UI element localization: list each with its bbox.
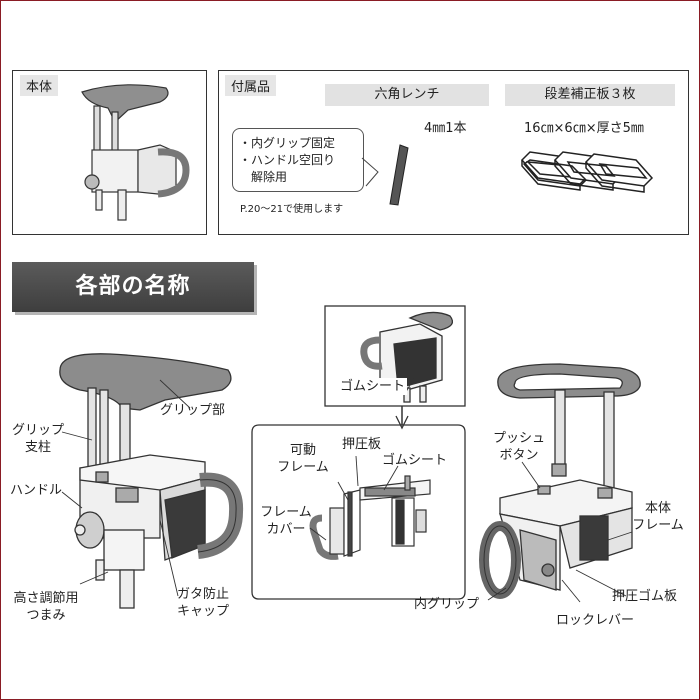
label-inner-grip: 内グリップ [414,597,480,612]
plate-header: 段差補正板３枚 [505,84,675,106]
label-grip-post-line1: グリップ [11,423,64,438]
plate-spec: 16㎝×6㎝×厚さ5㎜ [524,121,644,136]
label-frame-cover-line2: カバー [266,522,306,537]
label-height-knob-line1: 高さ調節用 [13,591,79,606]
label-handle: ハンドル [10,483,63,498]
label-movable-frame-line2: フレーム [277,460,329,475]
label-lock-lever: ロックレバー [556,613,635,628]
main-unit-callouts [61,379,191,597]
label-body-frame-line1: 本体 [644,501,671,516]
label-grip-post: グリップ 支柱 [8,422,68,456]
right-unit-callouts [487,461,633,603]
label-body-frame: 本体 フレーム [626,500,690,534]
label-rattle-cap-line2: キャップ [176,604,229,619]
note-line-2: ・ハンドル空回り [239,153,336,167]
small-unit-illustration [81,84,190,221]
correction-plates-illustration [520,151,654,193]
label-rattle-cap: ガタ防止 キャップ [168,586,238,620]
label-rattle-cap-line1: ガタ防止 [176,587,229,602]
wrench-spec: 4㎜1本 [424,121,467,136]
label-push-button-line2: ボタン [499,448,539,463]
label-press-plate: 押圧板 [342,437,382,452]
label-grip-part: グリップ部 [160,403,226,418]
right-unit-illustration [479,363,641,599]
label-frame-cover: フレーム カバー [256,504,316,538]
main-unit-illustration [59,353,244,609]
page-reference: P.20～21で使用します [240,204,344,215]
label-grip-post-line2: 支柱 [24,440,51,455]
label-rubber-sheet-top: ゴムシート [338,378,408,395]
hex-wrench-illustration [389,144,409,206]
label-frame-cover-line1: フレーム [260,505,312,520]
section-title-bar: 各部の名称 [12,262,254,312]
wrench-usage-note: ・内グリップ固定 ・ハンドル空回り 解除用 [232,128,364,192]
accessory-tag: 付属品 [225,75,277,96]
label-push-button-line1: プッシュ [492,431,545,446]
wrench-header: 六角レンチ [325,84,489,106]
label-movable-frame: 可動 フレーム [268,442,338,476]
label-push-button: プッシュ ボタン [484,430,554,464]
zoom-detail-illustration [309,475,431,560]
label-body-frame-line2: フレーム [632,518,684,533]
section-title: 各部の名称 [75,274,191,299]
main-unit-tag: 本体 [20,75,59,96]
note-line-1: ・内グリップ固定 [239,136,336,150]
note-pointer [361,157,379,187]
label-height-knob: 高さ調節用 つまみ [6,590,86,624]
label-press-rubber: 押圧ゴム板 [612,589,678,604]
label-movable-frame-line1: 可動 [289,443,316,458]
label-height-knob-line2: つまみ [26,608,66,623]
label-rubber-sheet: ゴムシート [382,453,448,468]
note-line-3: 解除用 [251,170,288,184]
